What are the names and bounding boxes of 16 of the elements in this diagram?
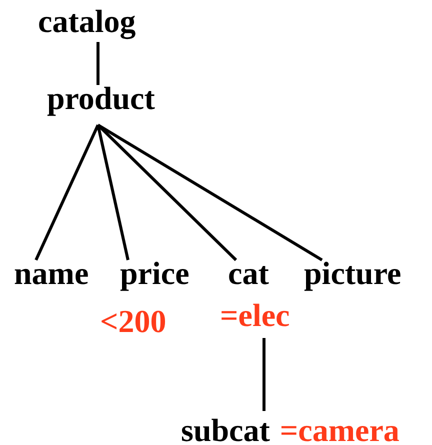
node-label: subcat (181, 413, 270, 445)
tree-line (96, 124, 130, 260)
node-label: product (47, 81, 155, 115)
node-label: price (120, 256, 190, 290)
condition-label: <200 (100, 304, 168, 338)
node-label: picture (304, 256, 402, 290)
node-label: catalog (38, 4, 136, 38)
tree-line (97, 124, 323, 262)
tree-line (96, 124, 238, 262)
tree-line (96, 42, 100, 85)
tree-line (262, 338, 266, 411)
condition-label: =camera (280, 413, 400, 445)
node-label: name (14, 256, 89, 290)
condition-label: =elec (220, 298, 290, 332)
node-label: cat (228, 256, 270, 290)
tree-line (34, 124, 100, 261)
